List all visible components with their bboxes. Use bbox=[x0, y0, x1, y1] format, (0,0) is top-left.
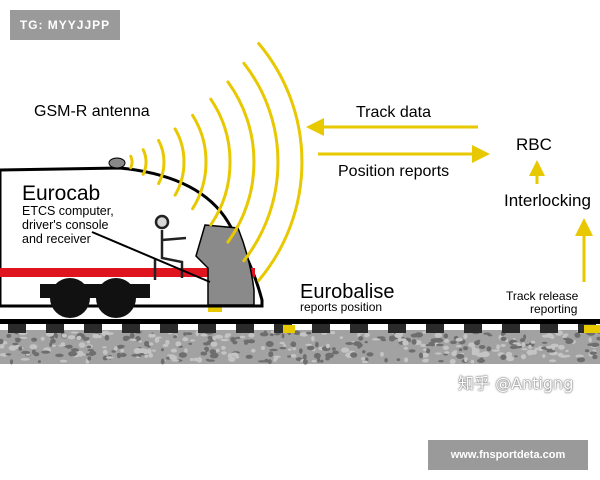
cab-window bbox=[195, 224, 255, 306]
radio-wave-arc bbox=[209, 97, 232, 227]
label-eurocab-line3: and receiver bbox=[22, 232, 91, 246]
label-gsm-antenna: GSM-R antenna bbox=[34, 103, 150, 120]
label-interlocking: Interlocking bbox=[504, 191, 591, 210]
sleeper bbox=[540, 323, 558, 333]
sleeper bbox=[464, 323, 482, 333]
ballast bbox=[0, 329, 600, 365]
red-stripe bbox=[0, 268, 255, 277]
radio-wave-arc bbox=[226, 80, 256, 244]
radio-wave-arc bbox=[141, 148, 148, 176]
label-track-release-line1: Track release bbox=[506, 289, 579, 303]
track-release-arrowhead bbox=[575, 218, 593, 236]
sleeper bbox=[426, 323, 444, 333]
sleeper bbox=[46, 323, 64, 333]
sleeper bbox=[350, 323, 368, 333]
label-track-data: Track data bbox=[356, 104, 431, 121]
label-eurocab-line1: ETCS computer, bbox=[22, 204, 114, 218]
label-eurocab-line2: driver's console bbox=[22, 218, 108, 232]
label-eurobalise-sub: reports position bbox=[300, 300, 382, 314]
rail bbox=[0, 319, 600, 324]
label-eurocab-title: Eurocab bbox=[22, 182, 100, 205]
wheel-rear bbox=[96, 278, 136, 318]
wheel-front bbox=[50, 278, 90, 318]
radio-wave-arc bbox=[191, 113, 208, 211]
arrows bbox=[306, 118, 593, 282]
label-rbc: RBC bbox=[516, 135, 552, 154]
sleeper bbox=[388, 323, 406, 333]
sleeper bbox=[8, 323, 26, 333]
eurocab-pointer bbox=[91, 231, 211, 283]
sleeper bbox=[198, 323, 216, 333]
sleeper bbox=[236, 323, 254, 333]
radio-waves bbox=[129, 42, 304, 282]
interlocking-to-rbc-arrowhead bbox=[529, 160, 545, 176]
sleeper bbox=[84, 323, 102, 333]
label-position-reports: Position reports bbox=[338, 163, 449, 180]
position-reports-arrowhead bbox=[472, 145, 490, 163]
labels: GSM-R antenna Eurocab ETCS computer, dri… bbox=[22, 103, 591, 316]
track-data-arrowhead bbox=[306, 118, 324, 136]
sleeper bbox=[122, 323, 140, 333]
label-eurobalise-title: Eurobalise bbox=[300, 281, 395, 303]
eurobalise-marker bbox=[283, 325, 295, 333]
watermark-url: www.fnsportdeta.com bbox=[428, 440, 588, 470]
radio-wave-arc bbox=[257, 42, 304, 282]
train-balise-reader bbox=[208, 306, 222, 312]
radio-wave-arc bbox=[129, 154, 134, 170]
track-release-marker bbox=[584, 325, 600, 333]
sleeper bbox=[312, 323, 330, 333]
gsm-antenna-dome bbox=[108, 157, 126, 169]
sleeper bbox=[160, 323, 178, 333]
watermark-top: TG: MYYJJPP bbox=[10, 10, 120, 40]
sleeper bbox=[502, 323, 520, 333]
radio-wave-arc bbox=[157, 138, 166, 186]
radio-wave-arc bbox=[173, 127, 186, 197]
watermark-zhihu: 知乎 @Antigng bbox=[458, 374, 574, 393]
radio-wave-arc bbox=[242, 61, 280, 263]
label-track-release-line2: reporting bbox=[530, 302, 577, 316]
